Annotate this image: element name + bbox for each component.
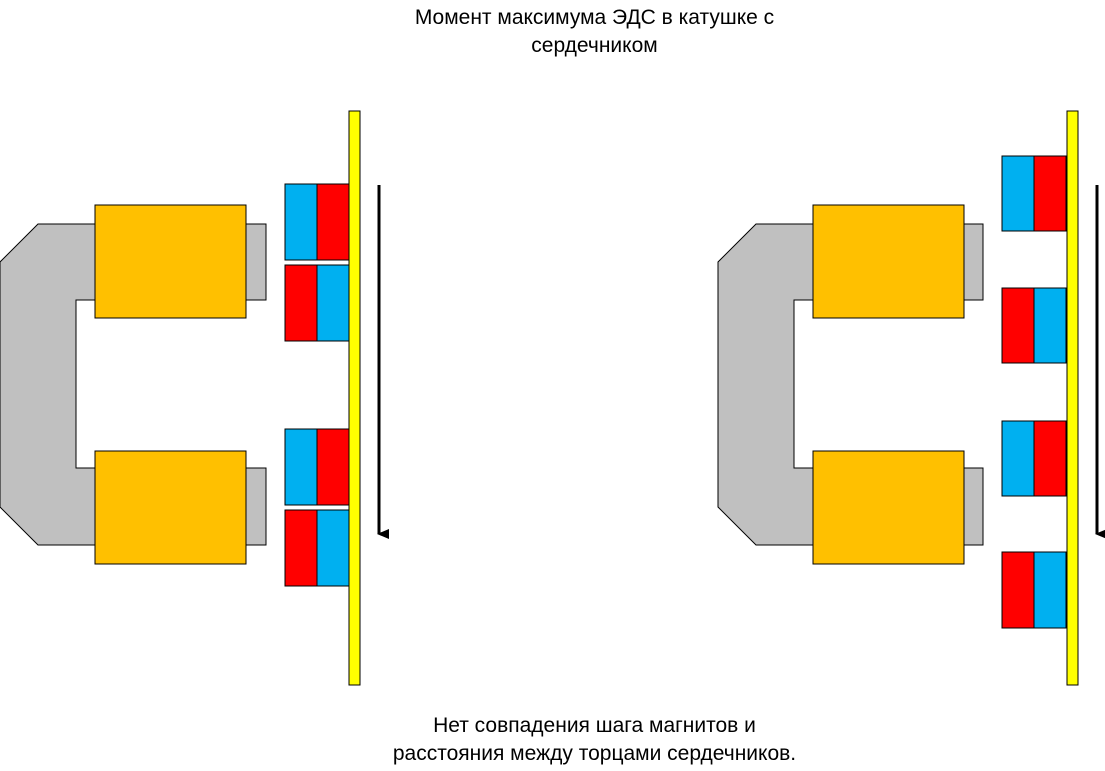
left-magnet-pair-3 <box>284 428 350 506</box>
left-magnet-4-red <box>284 509 318 587</box>
right-magnet-2-red <box>1001 287 1035 364</box>
right-magnet-pair-1 <box>1001 155 1067 232</box>
left-magnet-1-red <box>316 183 350 261</box>
right-magnet-4-blue <box>1033 551 1067 629</box>
left-magnet-1-blue <box>284 183 318 261</box>
left-rail <box>348 110 361 686</box>
right-magnet-pair-3 <box>1001 420 1067 497</box>
left-magnet-pair-1 <box>284 183 350 261</box>
right-magnet-2-blue <box>1033 287 1067 364</box>
top-caption: Момент максимума ЭДС в катушке с сердечн… <box>414 6 775 57</box>
left-lower-coil <box>94 450 247 565</box>
right-magnet-3-red <box>1033 420 1067 497</box>
left-magnet-4-blue <box>316 509 350 587</box>
right-magnet-1-red <box>1033 155 1067 232</box>
right-core <box>717 223 984 546</box>
left-magnet-pair-4 <box>284 509 350 587</box>
right-magnet-4-red <box>1001 551 1035 629</box>
left-magnet-2-blue <box>316 264 350 342</box>
left-magnet-3-red <box>316 428 350 506</box>
right-assembly <box>717 110 1105 686</box>
right-magnet-pair-2 <box>1001 287 1067 364</box>
right-lower-coil <box>812 450 965 565</box>
left-magnet-2-red <box>284 264 318 342</box>
bottom-caption: Нет совпадения шага магнитов и расстояни… <box>392 714 797 765</box>
right-magnet-1-blue <box>1001 155 1035 232</box>
right-magnet-pair-4 <box>1001 551 1067 629</box>
left-magnet-pair-2 <box>284 264 350 342</box>
left-upper-coil <box>94 204 247 319</box>
right-magnet-3-blue <box>1001 420 1035 497</box>
left-core <box>0 223 267 546</box>
right-rail <box>1066 110 1079 686</box>
right-upper-coil <box>812 204 965 319</box>
left-assembly <box>0 110 389 686</box>
left-magnet-3-blue <box>284 428 318 506</box>
